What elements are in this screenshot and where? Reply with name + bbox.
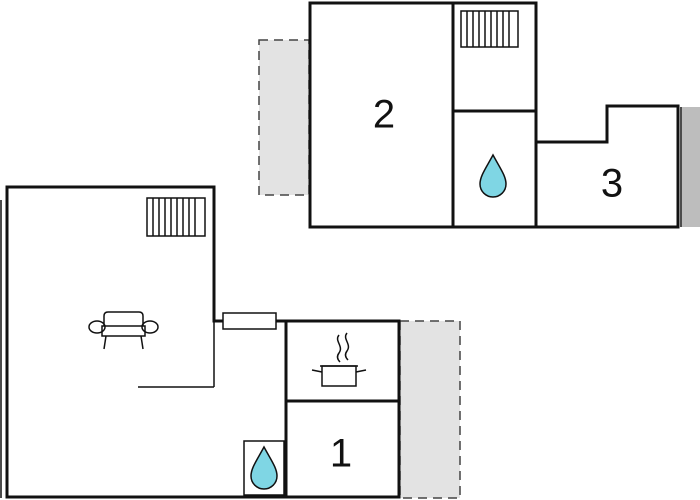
radiator-icon bbox=[460, 10, 519, 48]
shower-tray bbox=[243, 440, 285, 496]
door-icon bbox=[222, 312, 277, 330]
lower-unit-outline bbox=[5, 185, 401, 499]
sofa-icon bbox=[88, 311, 159, 350]
terrace-upper-right bbox=[682, 107, 700, 227]
terrace-lower-right bbox=[399, 320, 461, 499]
room-label-1: 1 bbox=[330, 432, 352, 476]
upper-unit-outline bbox=[308, 1, 680, 229]
radiator-icon bbox=[146, 197, 206, 237]
terrace-upper-left bbox=[258, 39, 310, 196]
water-drop-icon bbox=[250, 445, 278, 490]
cooking-pot-icon bbox=[311, 332, 367, 387]
upper-unit: 2 3 bbox=[258, 1, 700, 229]
room-label-2: 2 bbox=[373, 93, 395, 137]
room-label-3: 3 bbox=[601, 162, 623, 206]
lower-unit: 1 bbox=[0, 185, 461, 499]
water-drop-icon bbox=[479, 153, 507, 198]
